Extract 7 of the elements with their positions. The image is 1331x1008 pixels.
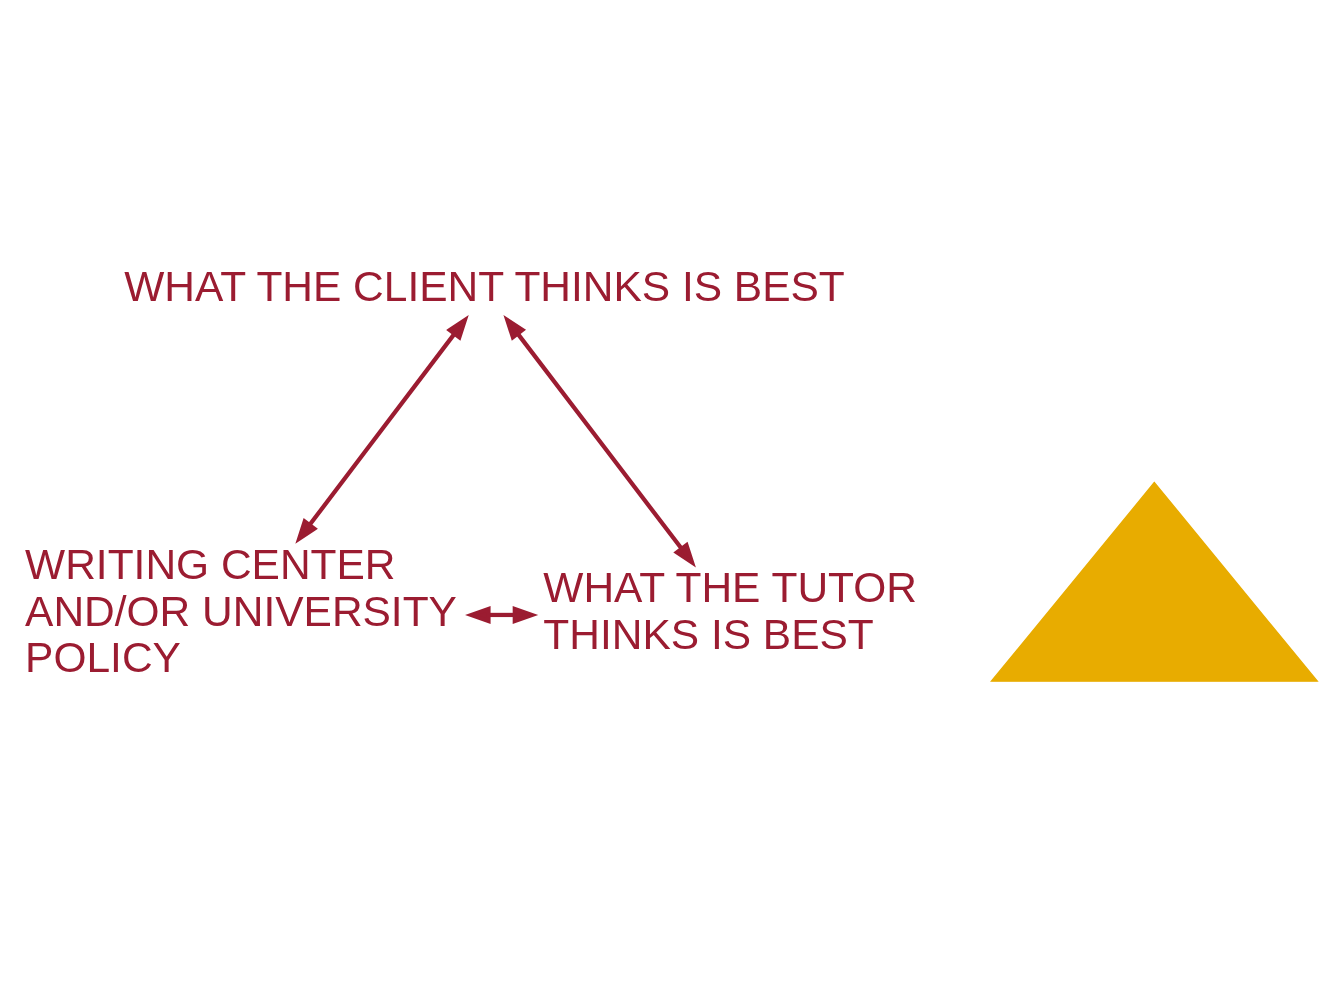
arrow (465, 605, 539, 624)
node-triangle (990, 480, 1319, 682)
arrow (503, 314, 696, 567)
node-text: WHAT THE CLIENT THINKS IS BEST (124, 262, 845, 310)
node-text: WHAT THE TUTOR THINKS IS BEST (543, 563, 917, 658)
node-text: WRITING CENTER AND/OR UNIVERSITY POLICY (25, 540, 457, 681)
arrow (295, 314, 469, 544)
